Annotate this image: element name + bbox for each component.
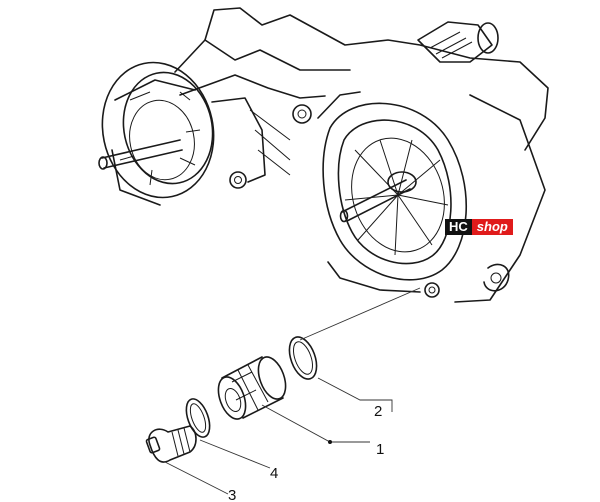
- filter-screen: [217, 356, 287, 420]
- callout-4: 4: [270, 465, 278, 482]
- o-ring-small: [185, 398, 211, 438]
- callout-2: 2: [374, 403, 382, 420]
- clutch-drum: [98, 61, 215, 206]
- cover-fan: [317, 91, 468, 293]
- callout-1: 1: [376, 441, 384, 458]
- hcshop-logo: HC shop: [445, 219, 513, 235]
- filter-parts: [145, 287, 421, 495]
- logo-hc: HC: [445, 219, 472, 235]
- crankcase-housing: [174, 7, 549, 303]
- o-ring-large: [288, 336, 318, 380]
- drain-plug: [145, 425, 197, 463]
- logo-shop: shop: [471, 219, 513, 235]
- callout-3: 3: [228, 487, 236, 502]
